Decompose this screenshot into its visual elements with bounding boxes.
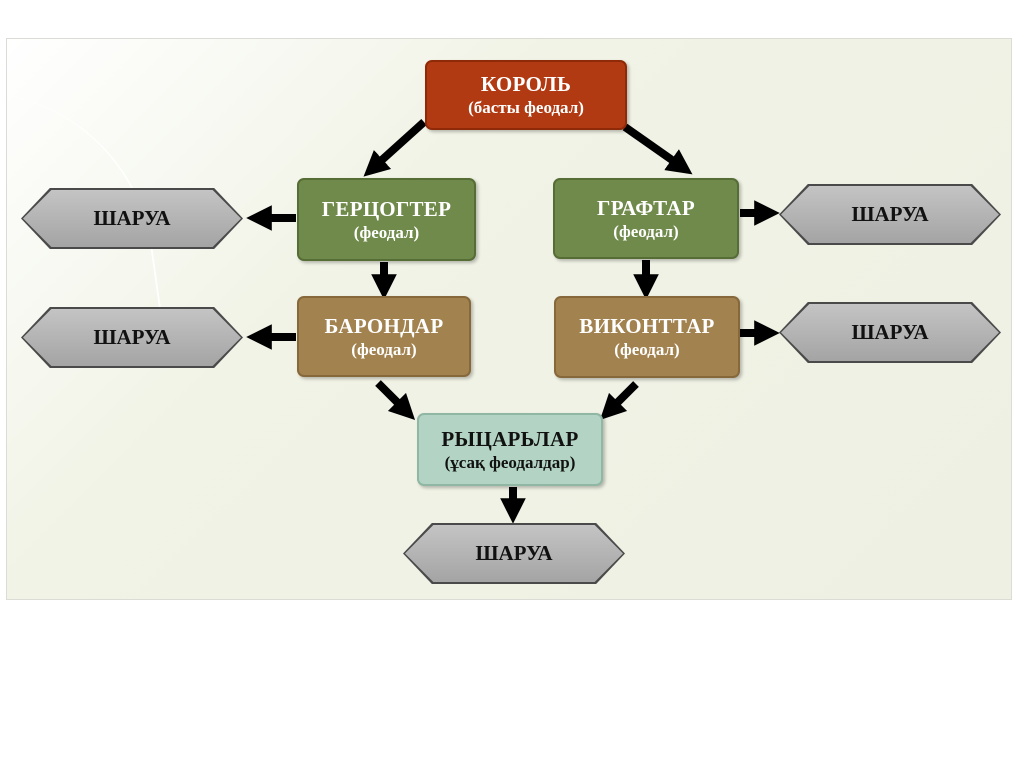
node-dukes-title: ГЕРЦОГТЕР [321, 196, 452, 221]
arrow-viscounts-knights [599, 381, 639, 421]
peasant-node-right-top: ШАРУА [779, 184, 1001, 245]
peasant-label: ШАРУА [781, 304, 999, 361]
node-counts: ГРАФТАР (феодал) [553, 178, 739, 259]
node-barons-subtitle: (феодал) [351, 339, 417, 359]
peasant-node-right-bottom: ШАРУА [779, 302, 1001, 363]
arrow-barons-knights [375, 380, 416, 421]
node-king-subtitle: (басты феодал) [468, 98, 584, 117]
peasant-node-center: ШАРУА [403, 523, 625, 584]
node-king-title: КОРОЛЬ [480, 72, 572, 96]
peasant-node-left-bottom: ШАРУА [21, 307, 243, 368]
node-viscounts-subtitle: (феодал) [614, 340, 680, 359]
peasant-label: ШАРУА [23, 190, 241, 247]
node-viscounts: ВИКОНТТАР (феодал) [554, 296, 740, 378]
node-king: КОРОЛЬ (басты феодал) [425, 60, 627, 130]
peasant-label: ШАРУА [781, 186, 999, 243]
node-knights-subtitle: (ұсақ феодалдар) [444, 452, 576, 472]
node-knights: РЫЦАРЬЛАР (ұсақ феодалдар) [417, 413, 603, 486]
node-barons-title: БАРОНДАР [324, 313, 444, 338]
peasant-node-left-top: ШАРУА [21, 188, 243, 249]
peasant-label: ШАРУА [405, 525, 623, 582]
node-barons: БАРОНДАР (феодал) [297, 296, 471, 377]
node-dukes-subtitle: (феодал) [353, 222, 420, 242]
node-counts-title: ГРАФТАР [597, 195, 695, 220]
node-dukes: ГЕРЦОГТЕР (феодал) [297, 178, 476, 261]
peasant-label: ШАРУА [23, 309, 241, 366]
node-knights-title: РЫЦАРЬЛАР [441, 426, 579, 451]
node-viscounts-title: ВИКОНТТАР [579, 314, 715, 338]
node-counts-subtitle: (феодал) [613, 221, 679, 241]
arrow-king-counts [622, 123, 693, 175]
arrow-king-dukes [363, 119, 427, 177]
